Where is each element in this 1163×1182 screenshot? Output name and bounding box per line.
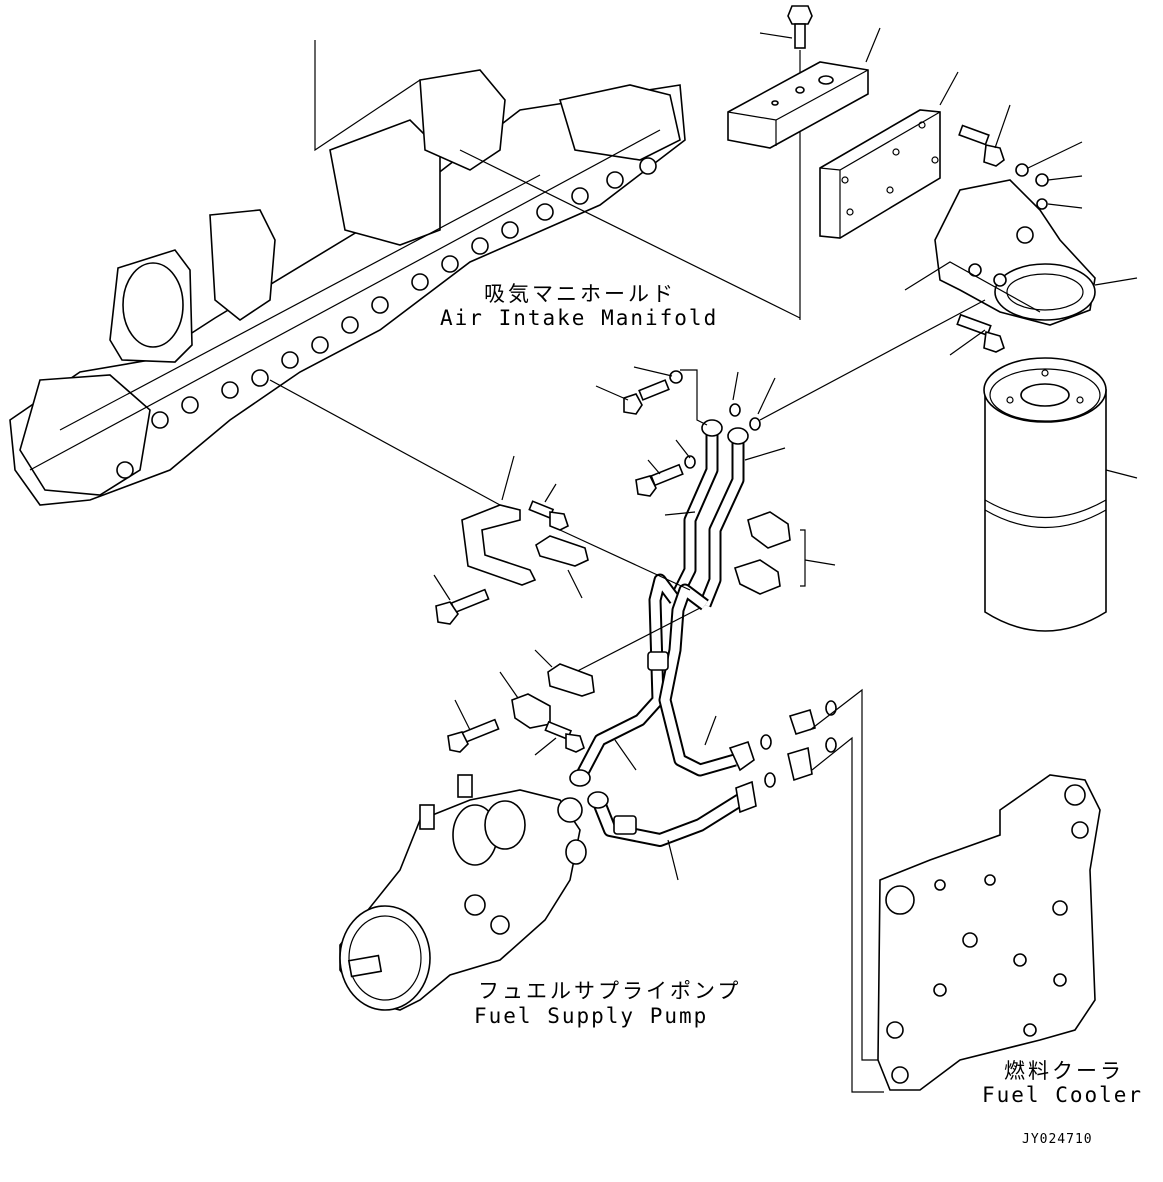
mounting-plate	[819, 109, 941, 239]
plug-small	[1015, 163, 1029, 177]
fuel-supply-pump-label-en: Fuel Supply Pump	[474, 1004, 709, 1028]
banjo-bolt-2	[635, 463, 684, 497]
fuel-line-lower	[569, 573, 757, 847]
fuel-supply-pump-label-jp: フュエルサプライポンプ	[478, 979, 742, 1003]
bracket-bolt	[528, 500, 569, 531]
pipe-bracket	[461, 504, 537, 586]
spacer-block	[727, 61, 869, 149]
clip-2	[547, 663, 595, 697]
fuel-cooler-label-jp: 燃料クーラ	[1004, 1059, 1124, 1083]
fuel-line-upper	[669, 419, 749, 608]
banjo-bolt-1	[623, 379, 670, 415]
filter-head-lower-bolt	[956, 313, 1005, 353]
filter-head	[934, 179, 1096, 326]
drawing-code: JY024710	[1022, 1132, 1093, 1147]
air-intake-manifold	[9, 69, 686, 506]
manifold-leader	[314, 40, 421, 152]
pipe-clamps	[733, 511, 791, 595]
bolt-lower-2	[544, 720, 585, 753]
clip-1	[535, 535, 589, 567]
fuel-cooler	[877, 774, 1101, 1091]
fuel-supply-pump	[339, 774, 587, 1011]
cooler-fittings	[760, 700, 837, 788]
top-bolt	[787, 5, 813, 49]
fuel-cooler-label-en: Fuel Cooler	[982, 1083, 1144, 1107]
air-intake-manifold-label-en: Air Intake Manifold	[440, 306, 719, 330]
air-intake-manifold-label-jp: 吸気マニホールド	[484, 282, 676, 306]
bolt-lower-1	[447, 718, 500, 753]
small-plate	[511, 693, 551, 729]
fuel-filter-cartridge	[983, 357, 1107, 632]
filter-head-bolt	[958, 124, 1005, 167]
bolt-left	[435, 588, 490, 625]
